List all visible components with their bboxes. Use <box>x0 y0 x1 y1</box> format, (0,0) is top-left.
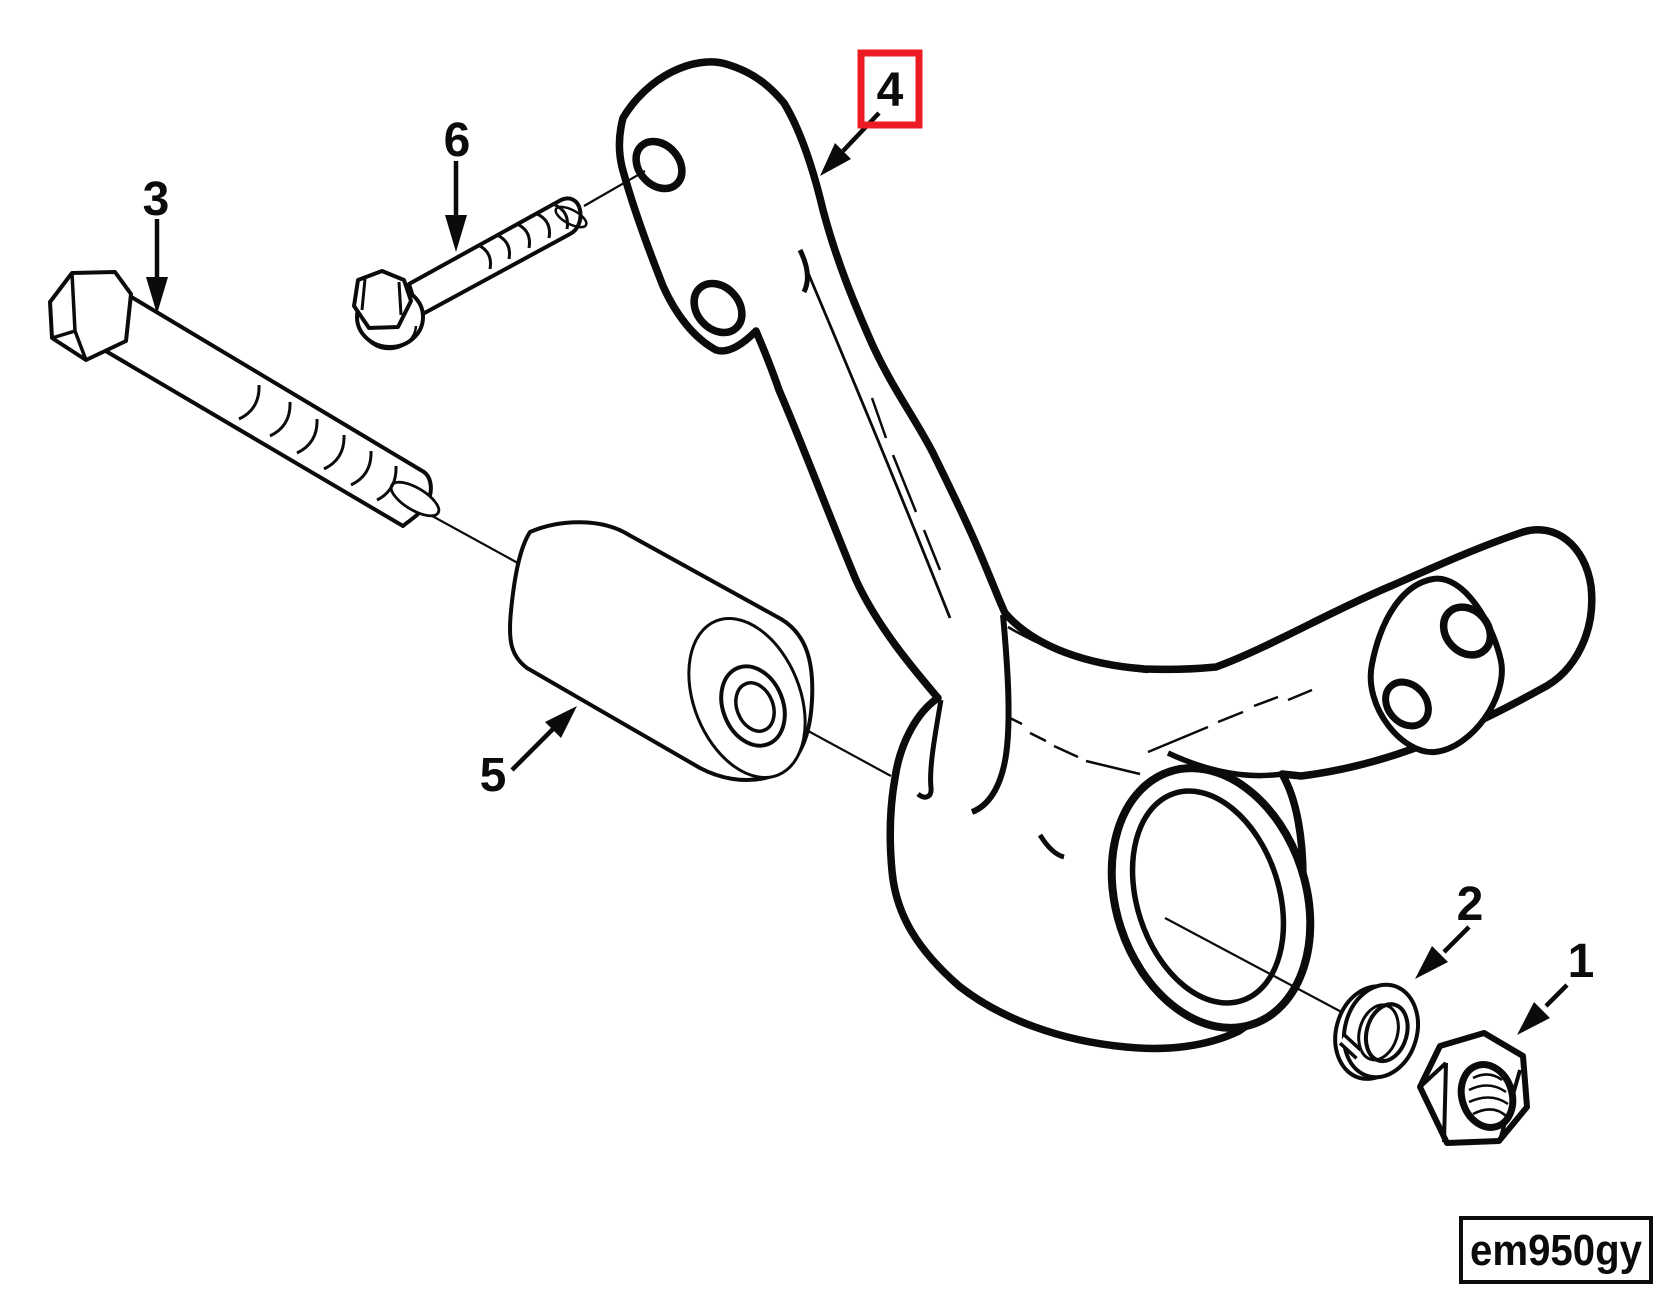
bolt6-head-facets <box>360 278 403 316</box>
bolt6-shaft <box>407 196 583 318</box>
callout-6-label: 6 <box>444 114 471 167</box>
bracket-fillet-left <box>916 699 944 800</box>
boss-hole-lower <box>690 279 746 337</box>
part-isolator-bushing <box>507 520 815 782</box>
bracket-silhouette <box>615 58 1596 1053</box>
bolt3-threads <box>238 384 398 502</box>
callout-3-label: 3 <box>143 173 170 226</box>
leader-bolt6-to-boss-hole <box>583 170 646 207</box>
callout-1-arrow <box>1517 983 1569 1035</box>
washer-split-lines <box>1338 1033 1363 1060</box>
callout-arrows <box>146 111 1569 1035</box>
part-lock-washer <box>1333 982 1420 1081</box>
pad-hole-upper <box>1439 603 1495 659</box>
right-arm-rib <box>1147 688 1313 754</box>
callout-1-label: 1 <box>1568 935 1595 988</box>
bolt6-hex-head <box>352 269 413 330</box>
bolt6-threads <box>477 203 569 270</box>
part-long-hex-bolt <box>48 270 441 528</box>
callout-5-arrow <box>510 706 577 772</box>
bolt6-flange-rim <box>362 325 418 351</box>
callout-4-arrow <box>820 111 881 176</box>
callout-2-arrow <box>1415 925 1471 979</box>
bracket-rib-line <box>804 267 952 619</box>
part-support-bracket <box>615 58 1596 1053</box>
part-short-flange-bolt <box>352 196 588 351</box>
washer-opening-inner <box>1357 1003 1400 1062</box>
callout-2-label: 2 <box>1457 878 1484 931</box>
highlight-box <box>857 49 923 129</box>
bushing-sleeve-inner <box>734 681 776 733</box>
hub-face-line <box>1009 716 1141 776</box>
leader-bolt3-to-bushing <box>413 505 537 574</box>
part-hex-nut <box>1417 1030 1530 1146</box>
bolt3-head-facets <box>51 272 88 361</box>
figure-code-box: em950gy <box>1459 1216 1653 1284</box>
bolt3-hex-head <box>48 270 133 362</box>
callout-6-arrow <box>445 161 467 252</box>
callout-4-label: 4 <box>877 64 904 117</box>
callout-3-arrow <box>146 219 168 314</box>
bracket-rib-dashes <box>870 397 942 571</box>
bracket-notch-inner-line <box>1007 625 1149 674</box>
bracket-fillet-right <box>970 614 1012 815</box>
hub-bore-inner <box>1129 788 1287 1006</box>
figure-code-border <box>1459 1216 1653 1284</box>
bracket-fillet-small <box>1037 833 1065 860</box>
washer-split-gap <box>1340 1035 1361 1059</box>
figure-code-label: em950gy <box>1470 1226 1642 1275</box>
leader-bore-to-washer <box>1164 917 1350 1017</box>
boss-hole-upper <box>632 137 686 193</box>
callout-5-label: 5 <box>480 749 507 802</box>
pad-hole-lower <box>1382 678 1432 730</box>
nut-threads <box>1468 1073 1509 1117</box>
